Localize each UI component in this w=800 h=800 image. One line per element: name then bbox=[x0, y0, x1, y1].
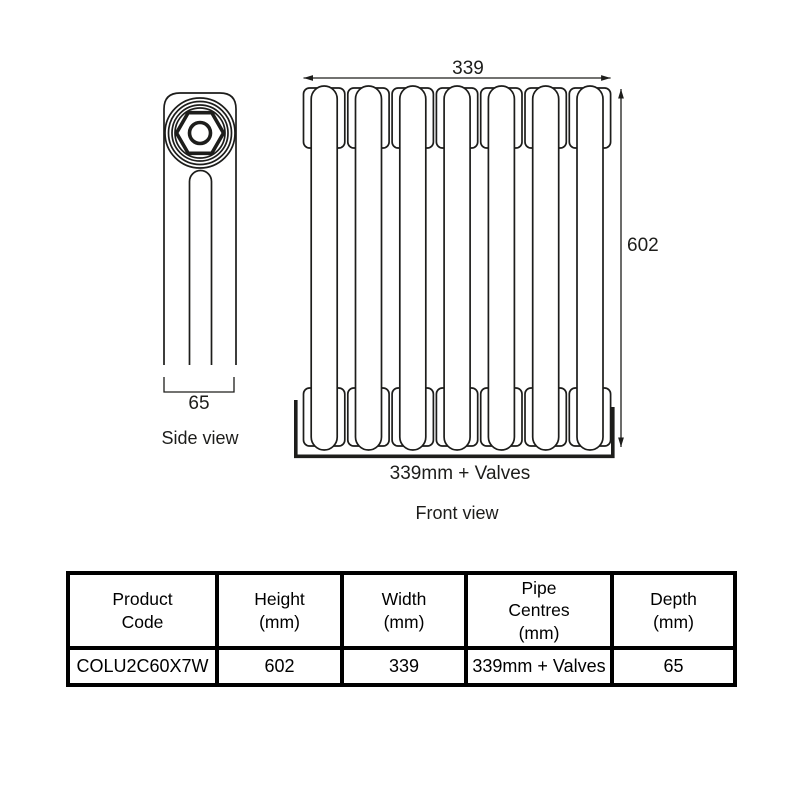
arrow-down-icon bbox=[618, 437, 624, 447]
hex-nut-icon bbox=[174, 110, 226, 156]
front-view-drawing: 339 602 339mm + Valves Front view bbox=[293, 58, 659, 523]
front-view-caption: Front view bbox=[415, 503, 499, 523]
front-view-width-dimension-line bbox=[303, 75, 611, 81]
spec-table-header-depth: Depth (mm) bbox=[610, 571, 737, 650]
spec-table-header-width: Width (mm) bbox=[340, 571, 468, 650]
header-label: Product Code bbox=[112, 589, 173, 632]
side-view-depth-dimension: 65 bbox=[188, 393, 209, 414]
front-view-width-dimension: 339 bbox=[452, 58, 484, 79]
technical-drawing: 65 Side view bbox=[161, 58, 659, 523]
arrow-left-icon bbox=[303, 75, 313, 81]
front-view-columns bbox=[310, 85, 604, 451]
spec-table-header-product-code: Product Code bbox=[66, 571, 219, 650]
header-label: Width (mm) bbox=[381, 589, 427, 632]
side-view-body bbox=[163, 92, 237, 365]
spec-table-cell-pipe-centres: 339mm + Valves bbox=[464, 646, 614, 687]
front-view-pipe-centres-dimension: 339mm + Valves bbox=[390, 463, 531, 484]
spec-table: Product Code Height (mm) Width (mm) Pipe… bbox=[66, 571, 737, 687]
arrow-right-icon bbox=[601, 75, 611, 81]
spec-table-row: COLU2C60X7W 602 339 339mm + Valves 65 bbox=[66, 646, 737, 687]
spec-table-header-pipe-centres: Pipe Centres (mm) bbox=[464, 571, 614, 650]
spec-table-cell-product-code: COLU2C60X7W bbox=[66, 646, 219, 687]
spec-table-cell-width: 339 bbox=[340, 646, 468, 687]
side-view-depth-bracket bbox=[163, 377, 235, 393]
spec-table-header-row: Product Code Height (mm) Width (mm) Pipe… bbox=[66, 571, 737, 650]
header-label: Pipe Centres (mm) bbox=[508, 577, 570, 643]
front-view-height-dimension-line bbox=[618, 89, 624, 447]
header-label: Depth (mm) bbox=[650, 589, 697, 632]
spec-table-header-height: Height (mm) bbox=[215, 571, 344, 650]
arrow-up-icon bbox=[618, 89, 624, 99]
side-view-nut-bore bbox=[187, 120, 213, 146]
spec-table-cell-height: 602 bbox=[215, 646, 344, 687]
side-view-slot bbox=[188, 169, 213, 365]
front-view-height-dimension: 602 bbox=[627, 235, 659, 256]
side-view-caption: Side view bbox=[161, 428, 239, 448]
front-view-pipe-centres-bracket bbox=[293, 400, 615, 459]
spec-table-cell-depth: 65 bbox=[610, 646, 737, 687]
side-view-drawing: 65 Side view bbox=[161, 92, 240, 448]
header-label: Height (mm) bbox=[254, 589, 305, 632]
